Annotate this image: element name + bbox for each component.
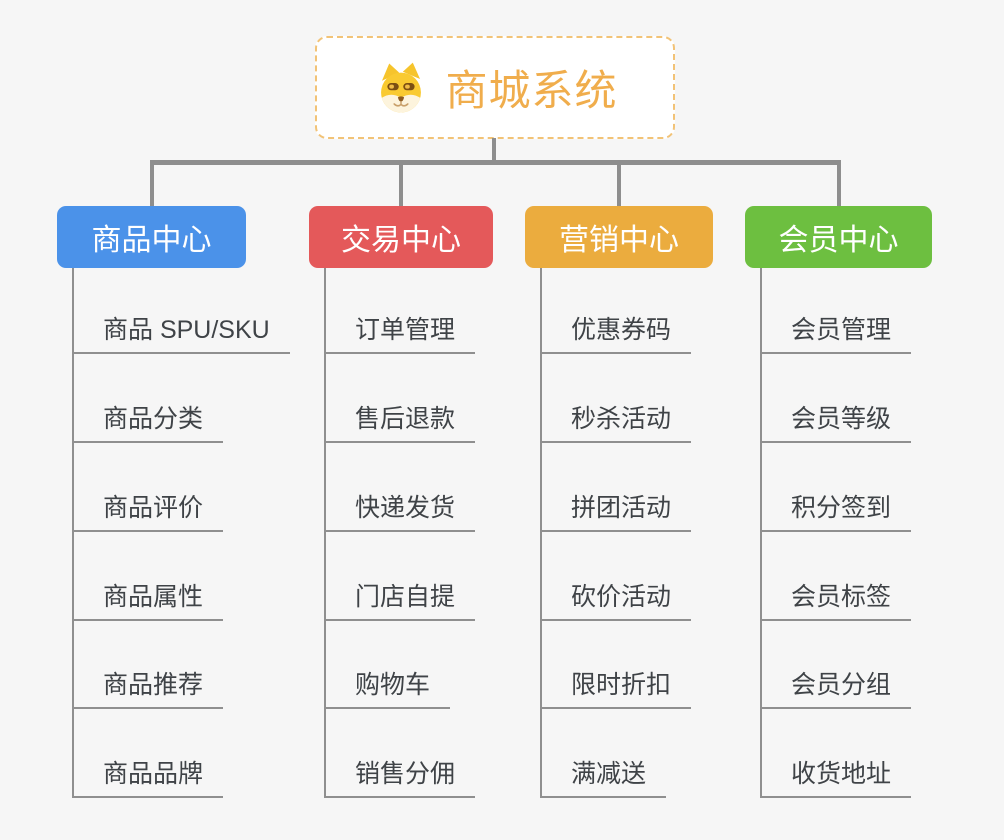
leaf-node-item[interactable]: 会员分组 — [760, 663, 912, 709]
branch-node[interactable]: 会员中心 — [745, 206, 932, 268]
branch-node-label: 营销中心 — [559, 224, 679, 257]
leaf-node-item[interactable]: 限时折扣 — [540, 663, 692, 709]
leaf-node-item[interactable]: 订单管理 — [324, 308, 476, 354]
leaf-node-item[interactable]: 满减送 — [540, 752, 667, 798]
connector-horizontal-bar — [149, 160, 841, 165]
leaf-node-item[interactable]: 售后退款 — [324, 397, 476, 443]
leaf-node-item[interactable]: 积分签到 — [760, 486, 912, 532]
leaf-node-item[interactable]: 商品分类 — [72, 397, 224, 443]
connector-subtree-line — [324, 268, 326, 798]
branch-node[interactable]: 交易中心 — [309, 206, 493, 268]
leaf-node-item[interactable]: 收货地址 — [760, 752, 912, 798]
leaf-node-item[interactable]: 砍价活动 — [540, 575, 692, 621]
connector-branch-stub — [399, 160, 403, 206]
leaf-node-item[interactable]: 商品 SPU/SKU — [72, 308, 290, 354]
connector-branch-stub — [149, 160, 154, 206]
leaf-node-item[interactable]: 会员管理 — [760, 308, 912, 354]
branch-node-label: 交易中心 — [341, 224, 461, 257]
leaf-node-item[interactable]: 拼团活动 — [540, 486, 692, 532]
leaf-node-item[interactable]: 商品评价 — [72, 486, 224, 532]
leaf-node-item[interactable]: 商品推荐 — [72, 663, 224, 709]
root-node[interactable]: 商城系统 — [315, 36, 675, 139]
connector-subtree-line — [540, 268, 542, 798]
leaf-node-item[interactable]: 会员等级 — [760, 397, 912, 443]
branch-node[interactable]: 商品中心 — [57, 206, 246, 268]
leaf-node-item[interactable]: 秒杀活动 — [540, 397, 692, 443]
connector-branch-stub — [617, 160, 621, 206]
branch-node-label: 会员中心 — [778, 224, 899, 257]
branch-node-label: 商品中心 — [91, 224, 212, 257]
connector-branch-stub — [836, 160, 841, 206]
leaf-node-item[interactable]: 商品属性 — [72, 575, 224, 621]
leaf-node-item[interactable]: 快递发货 — [324, 486, 476, 532]
root-title-label: 商城系统 — [445, 67, 618, 114]
branch-node[interactable]: 营销中心 — [525, 206, 713, 268]
connector-subtree-line — [760, 268, 762, 798]
connector-subtree-line — [72, 268, 74, 798]
leaf-node-item[interactable]: 门店自提 — [324, 575, 476, 621]
leaf-node-item[interactable]: 会员标签 — [760, 575, 912, 621]
shiba-dog-icon — [372, 59, 430, 117]
leaf-node-item[interactable]: 销售分佣 — [324, 752, 476, 798]
leaf-node-item[interactable]: 商品品牌 — [72, 752, 224, 798]
leaf-node-item[interactable]: 购物车 — [324, 663, 451, 709]
leaf-node-item[interactable]: 优惠券码 — [540, 308, 692, 354]
connector-root-stem — [492, 138, 496, 165]
